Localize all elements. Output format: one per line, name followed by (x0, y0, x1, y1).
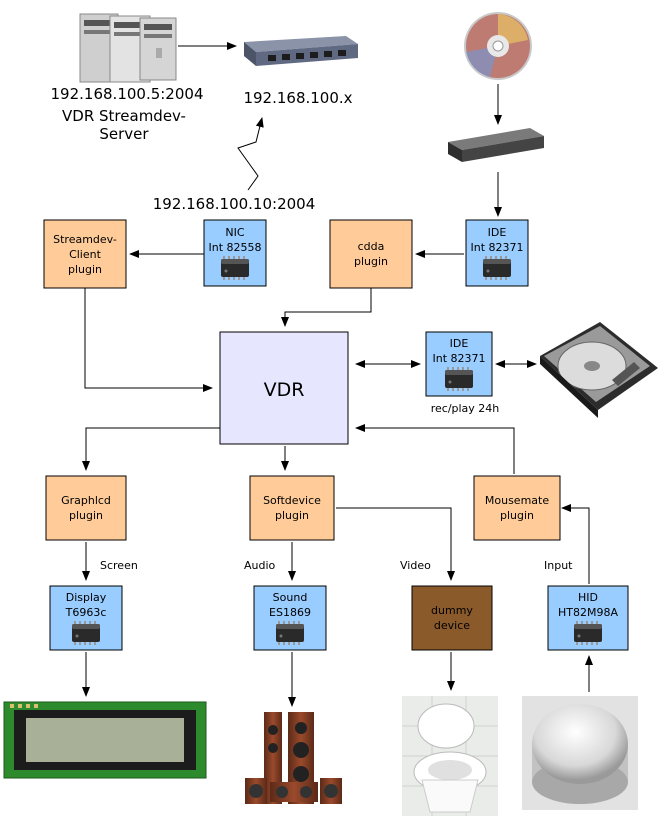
streamdev-client-box: Streamdev- Client plugin (43, 219, 127, 289)
dummy-line1: dummy (431, 604, 473, 617)
input-label: Input (544, 559, 573, 572)
ide-top-line1: IDE (488, 226, 507, 239)
softdevice-line1: Softdevice (263, 494, 321, 507)
cd-disc-icon (464, 12, 532, 80)
cdda-line2: plugin (354, 255, 388, 268)
hid-box: HID HT82M98A (547, 585, 629, 651)
sound-line2: ES1869 (269, 606, 311, 619)
toilet-icon (402, 696, 498, 816)
mousemate-line2: plugin (500, 509, 534, 522)
round-button-icon (522, 696, 638, 810)
streamdev-client-line3: plugin (68, 263, 102, 276)
softdevice-line2: plugin (275, 509, 309, 522)
lcd-display-icon (3, 701, 207, 779)
vdr-box: VDR (219, 331, 349, 445)
vdr-label: VDR (264, 379, 305, 401)
ide-top-line2: Int 82371 (470, 241, 523, 254)
cdda-line1: cdda (358, 240, 385, 253)
server-icon (79, 13, 177, 83)
hid-line1: HID (578, 591, 598, 604)
sound-line1: Sound (273, 591, 308, 604)
display-line2: T6963c (65, 606, 107, 619)
mousemate-line1: Mousemate (485, 494, 549, 507)
softdevice-box: Softdevice plugin (249, 475, 335, 541)
network-label: 192.168.100.x (243, 89, 352, 107)
chip-icon (276, 621, 304, 645)
dummy-line2: device (434, 619, 470, 632)
chip-icon (221, 256, 249, 280)
display-box: Display T6963c (49, 585, 123, 651)
mousemate-box: Mousemate plugin (473, 475, 561, 541)
sound-box: Sound ES1869 (253, 585, 327, 651)
graphlcd-line1: Graphlcd (61, 494, 111, 507)
network-switch-icon (244, 36, 358, 66)
streamdev-client-line1: Streamdev- (53, 233, 117, 246)
hid-line2: HT82M98A (558, 606, 618, 619)
graphlcd-line2: plugin (69, 509, 103, 522)
cdrom-drive-icon (448, 128, 544, 162)
dummy-device-box: dummy device (411, 585, 493, 651)
chip-icon (483, 256, 511, 280)
nic-box: NIC Int 82558 (203, 219, 267, 287)
screen-label: Screen (100, 559, 138, 572)
display-line1: Display (66, 591, 107, 604)
nic-line2: Int 82558 (208, 241, 261, 254)
chip-icon (445, 367, 473, 391)
chip-icon (72, 621, 100, 645)
graphlcd-box: Graphlcd plugin (45, 475, 127, 541)
hard-disk-icon (540, 322, 658, 418)
ide-top-box: IDE Int 82371 (465, 219, 529, 287)
nic-line1: NIC (225, 226, 244, 239)
server-name-label-2: Server (99, 125, 149, 143)
server-name-label-1: VDR Streamdev- (62, 107, 186, 125)
video-label: Video (400, 559, 431, 572)
recplay-label: rec/play 24h (431, 402, 500, 415)
audio-label: Audio (244, 559, 276, 572)
ide-mid-box: IDE Int 82371 (425, 331, 493, 397)
client-ip-label: 192.168.100.10:2004 (153, 195, 316, 213)
chip-icon (574, 621, 602, 645)
ide-mid-line2: Int 82371 (432, 352, 485, 365)
server-ip-label: 192.168.100.5:2004 (51, 85, 204, 103)
speakers-icon (245, 712, 342, 804)
streamdev-client-line2: Client (69, 248, 102, 261)
ide-mid-line1: IDE (450, 337, 469, 350)
cdda-box: cdda plugin (329, 219, 413, 289)
connectors (82, 42, 593, 707)
